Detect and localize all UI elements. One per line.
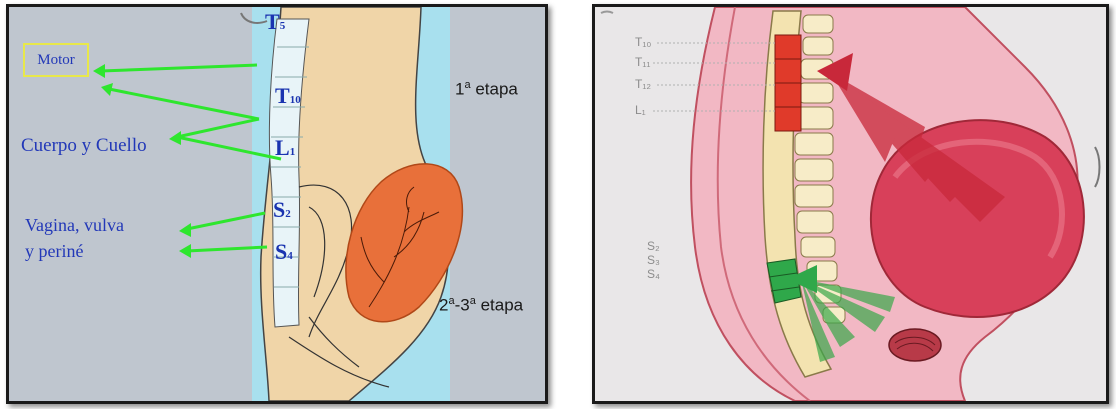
level-label-l1: L₁ [635, 103, 646, 117]
vagina-label-line2: y periné [25, 241, 83, 262]
arrow-motor [101, 65, 257, 71]
right-anatomy-illustration [595, 7, 1106, 401]
level-label-s3: S₃ [647, 253, 660, 267]
right-diagram-panel: T₁₀ T₁₁ T₁₂ L₁ S₂ S₃ S₄ [592, 4, 1109, 404]
vagina-label-line1: Vagina, vulva [25, 215, 124, 236]
arrowhead-vagina-lower [179, 244, 191, 258]
level-label-s2: S₂ [647, 239, 660, 253]
motor-label: Motor [37, 52, 75, 69]
arrowhead-motor [93, 64, 105, 78]
arrowhead-body-upper [101, 83, 113, 96]
level-label-t10: T₁₀ [635, 35, 651, 49]
level-label-s4: S₄ [647, 267, 660, 281]
vertebra-label-s2: S2 [273, 197, 291, 223]
pelvic-organ [889, 329, 941, 361]
level-label-t12: T₁₂ [635, 77, 651, 91]
body-neck-label: Cuerpo y Cuello [21, 135, 147, 157]
arrowhead-body-mid [169, 131, 181, 145]
arrow-body-mid [177, 119, 259, 137]
arrowhead-vagina-upper [179, 223, 191, 237]
stage-2-3-label: 2a-3a etapa [439, 295, 523, 316]
left-diagram-panel: Motor Cuerpo y Cuello Vagina, vulva y pe… [6, 4, 548, 404]
stage-1-label: 1a etapa [455, 79, 518, 100]
motor-label-box: Motor [23, 43, 89, 77]
level-label-t11: T₁₁ [635, 55, 650, 69]
vertebra-label-s4: S4 [275, 239, 293, 265]
vertebra-label-t5: T5 [265, 9, 285, 35]
arrow-body-upper [109, 89, 259, 119]
vertebra-label-l1: L1 [275, 135, 295, 161]
right-edge-mark [1095, 147, 1100, 187]
vertebra-label-t10: T10 [275, 83, 301, 109]
